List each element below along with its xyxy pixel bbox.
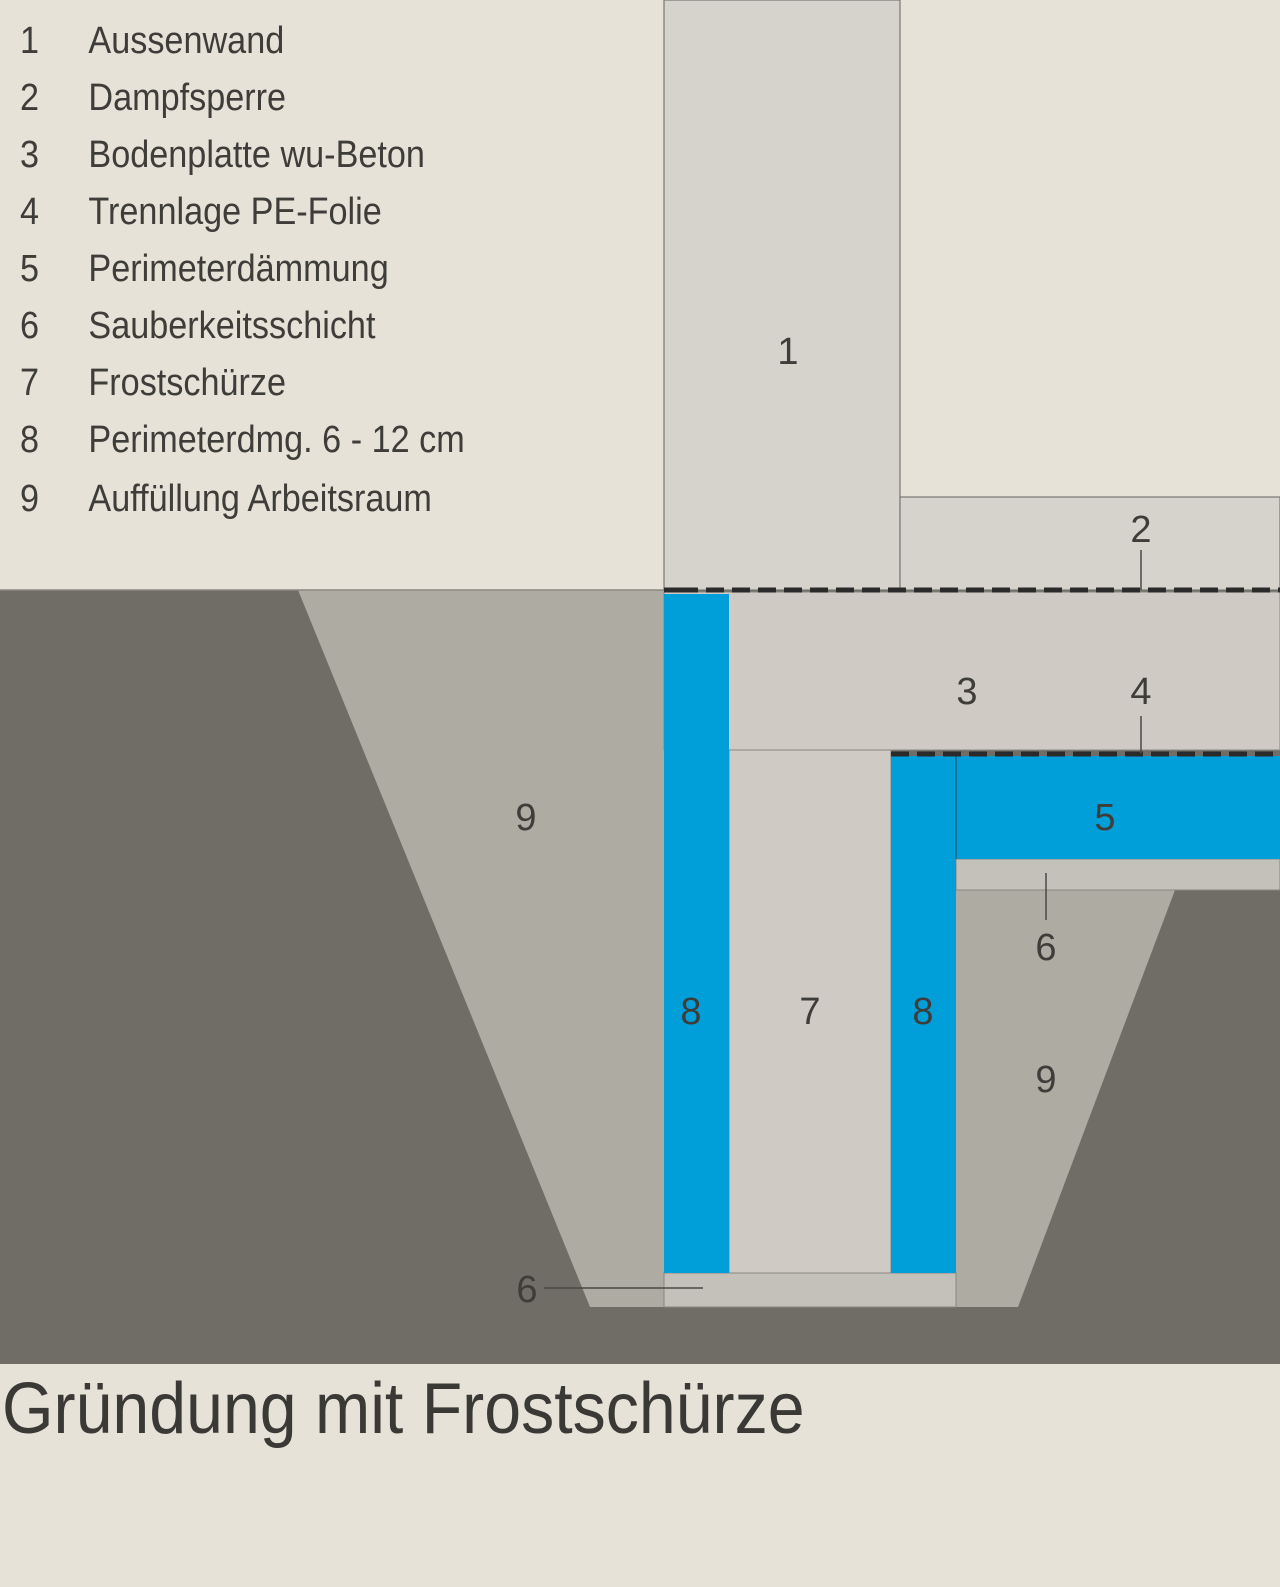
legend-label: Bodenplatte wu-Beton bbox=[88, 134, 425, 176]
legend-number: 4 bbox=[20, 191, 40, 233]
floor-slab bbox=[663, 591, 1280, 751]
perimeter-insulation-right bbox=[891, 756, 956, 1273]
perimeter-insulation-horizontal bbox=[956, 756, 1280, 859]
floor-build-up bbox=[899, 496, 1280, 591]
blinding-layer-bottom bbox=[663, 1272, 957, 1308]
label-perimeter-right: 8 bbox=[912, 991, 933, 1033]
legend-number: 8 bbox=[20, 419, 40, 461]
legend-label: Auffüllung Arbeitsraum bbox=[88, 478, 432, 520]
label-perimeter-left: 8 bbox=[680, 991, 701, 1033]
legend-number: 9 bbox=[20, 478, 40, 520]
blinding-layer-right bbox=[955, 858, 1280, 891]
perimeter-insulation-left bbox=[664, 594, 729, 1273]
frost-apron bbox=[728, 749, 892, 1274]
backfill-left bbox=[298, 590, 664, 1307]
legend-label: Dampfsperre bbox=[88, 77, 287, 119]
legend-label: Frostschürze bbox=[88, 362, 287, 404]
legend-number: 5 bbox=[20, 248, 40, 290]
label-backfill-right: 9 bbox=[1035, 1059, 1056, 1101]
label-backfill-left: 9 bbox=[515, 797, 536, 839]
legend-number: 2 bbox=[20, 77, 40, 119]
legend-number: 6 bbox=[20, 305, 40, 347]
label-wall: 1 bbox=[777, 331, 798, 373]
label-blinding-right: 6 bbox=[1035, 927, 1056, 969]
label-vapor-barrier: 2 bbox=[1130, 509, 1151, 551]
label-insulation: 5 bbox=[1094, 797, 1115, 839]
diagram-caption: Gründung mit Frostschürze bbox=[2, 1369, 805, 1449]
label-slab: 3 bbox=[956, 671, 977, 713]
legend-number: 1 bbox=[20, 20, 40, 62]
legend-label: Trennlage PE-Folie bbox=[88, 191, 382, 233]
exterior-wall bbox=[663, 0, 901, 591]
legend-label: Perimeterdämmung bbox=[88, 248, 389, 290]
label-apron: 7 bbox=[799, 991, 820, 1033]
legend-label: Perimeterdmg. 6 - 12 cm bbox=[88, 419, 465, 461]
legend-number: 7 bbox=[20, 362, 40, 404]
label-blinding-bottom: 6 bbox=[516, 1269, 537, 1311]
legend-number: 3 bbox=[20, 134, 40, 176]
legend-label: Sauberkeitsschicht bbox=[88, 305, 376, 347]
label-separation-layer: 4 bbox=[1130, 671, 1151, 713]
legend-label: Aussenwand bbox=[88, 20, 285, 62]
backfill-right bbox=[956, 890, 1175, 1307]
